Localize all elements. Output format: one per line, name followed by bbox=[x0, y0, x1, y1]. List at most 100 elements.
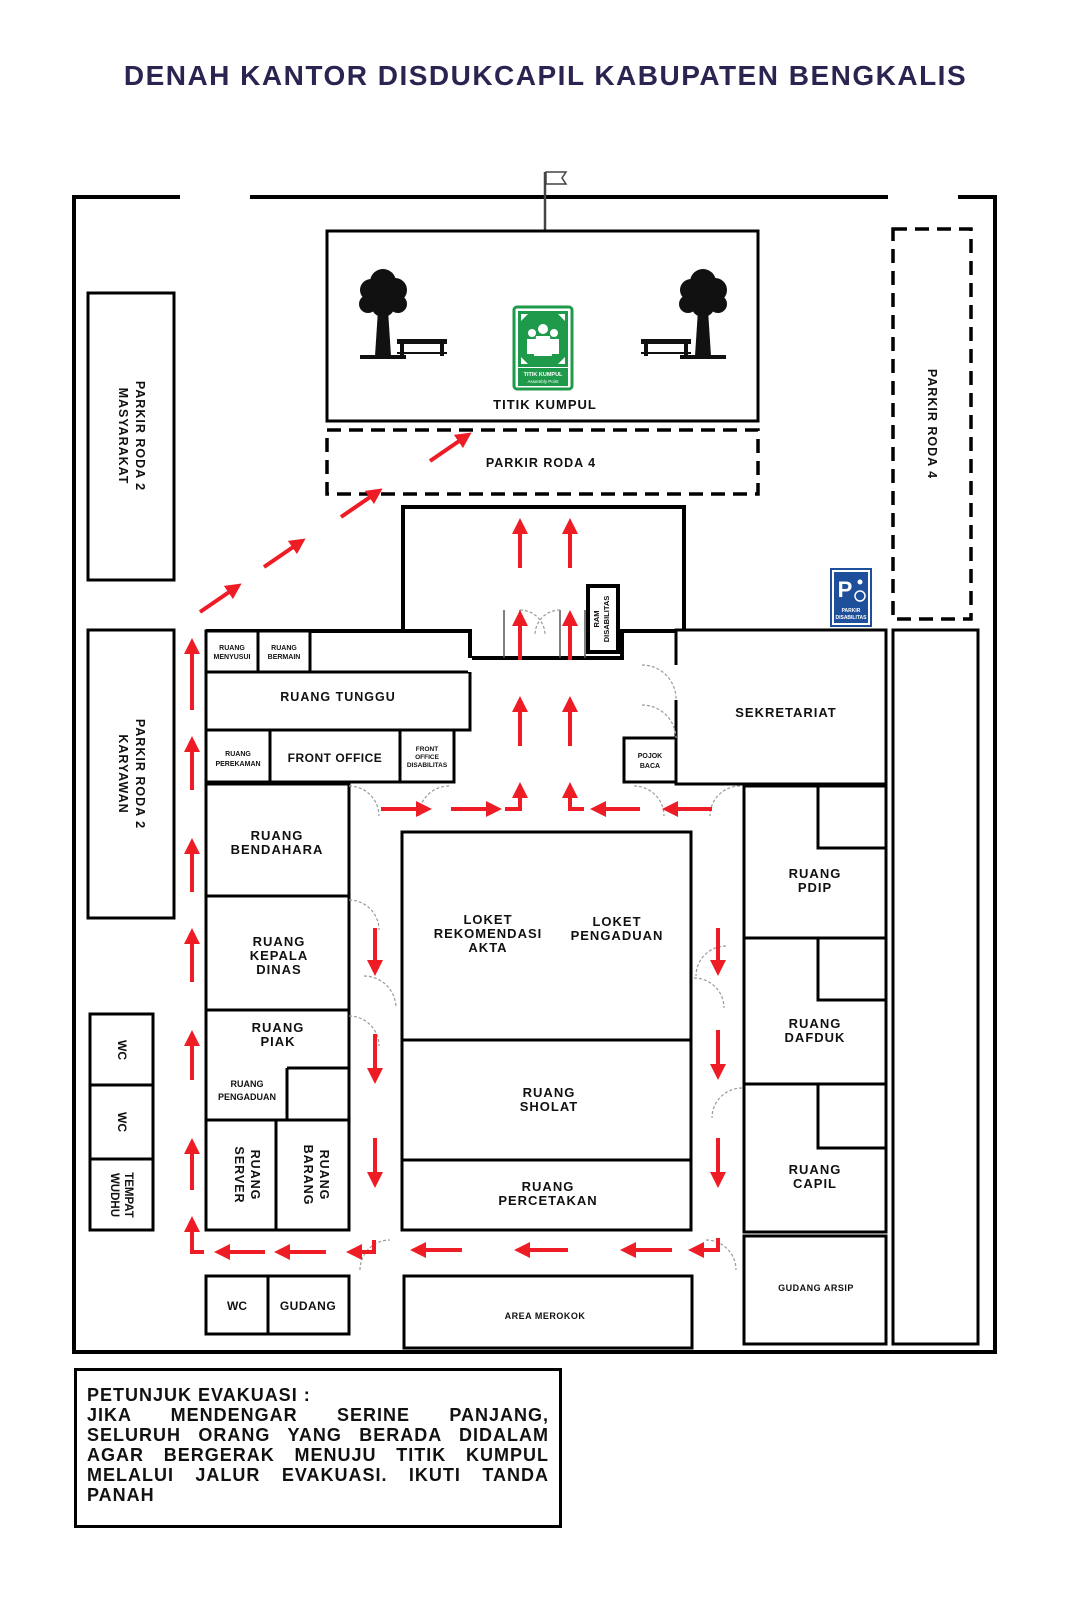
parkir-karyawan-label-2: KARYAWAN bbox=[116, 734, 130, 813]
page-title: DENAH KANTOR DISDUKCAPIL KABUPATEN BENGK… bbox=[123, 60, 968, 91]
evacuation-line: JIKA MENDENGAR SERINE PANJANG, bbox=[87, 1405, 549, 1425]
ruang-kepala-dinas bbox=[204, 894, 351, 1012]
pengaduan-label-2: PENGADUAN bbox=[218, 1092, 276, 1102]
dafduk-label-1: RUANG bbox=[789, 1016, 842, 1031]
evacuation-line: PANAH bbox=[87, 1485, 155, 1505]
piak-label-2: PIAK bbox=[260, 1034, 295, 1049]
ruang-bermain-label-1: RUANG bbox=[271, 645, 297, 652]
pdip-label-2: PDIP bbox=[798, 880, 832, 895]
bendahara-label-1: RUANG bbox=[251, 828, 304, 843]
server-label-2: SERVER bbox=[232, 1146, 246, 1203]
barang-label-2: BARANG bbox=[301, 1145, 315, 1206]
kepala-dinas-label-1: RUANG bbox=[253, 934, 306, 949]
ruang-bermain-label-2: BERMAIN bbox=[268, 654, 301, 661]
sholat-label-2: SHOLAT bbox=[520, 1099, 578, 1114]
dafduk-label-2: DAFDUK bbox=[785, 1030, 846, 1045]
ruang-menyusui-label-2: MENYUSUI bbox=[214, 654, 251, 661]
evacuation-line: SELURUH ORANG YANG BERADA DIDALAM bbox=[87, 1425, 549, 1445]
entrance-doors bbox=[503, 609, 586, 658]
front-office-label: FRONT OFFICE bbox=[288, 751, 383, 765]
parkir-roda4-right-label: PARKIR RODA 4 bbox=[925, 369, 939, 479]
ram-label-2: DISABILITAS bbox=[602, 596, 611, 643]
sekretariat bbox=[674, 628, 888, 786]
loket-rekomendasi-label-2: REKOMENDASI bbox=[434, 926, 543, 941]
capil-label-1: RUANG bbox=[789, 1162, 842, 1177]
evacuation-instructions: PETUNJUK EVAKUASI : JIKA MENDENGAR SERIN… bbox=[74, 1368, 562, 1528]
gudang-label: GUDANG bbox=[280, 1299, 336, 1313]
disability-parking-sign-icon: P PARKIR DISABILITAS bbox=[830, 568, 872, 627]
compound-wall bbox=[72, 195, 997, 1354]
fo-disabilitas-label-2: OFFICE bbox=[415, 754, 439, 761]
parkir-masyarakat-label-2: MASYARAKAT bbox=[116, 388, 130, 485]
loket-pengaduan-label-2: PENGADUAN bbox=[571, 928, 664, 943]
pengaduan-label-1: RUANG bbox=[231, 1079, 264, 1089]
ruang-menyusui bbox=[204, 629, 260, 674]
evacuation-line: AGAR BERGERAK MENUJU TITIK KUMPUL bbox=[87, 1445, 549, 1465]
capil-label-2: CAPIL bbox=[793, 1176, 837, 1191]
wc-bottom bbox=[204, 1274, 270, 1336]
loket-area bbox=[400, 830, 693, 1042]
parkir-masyarakat-label-1: PARKIR RODA 2 bbox=[133, 381, 147, 491]
bench-icon bbox=[397, 339, 447, 356]
pdip-label-1: RUANG bbox=[789, 866, 842, 881]
tempat-wudhu-label-2: WUDHU bbox=[108, 1173, 120, 1217]
front-office-disabilitas bbox=[398, 728, 456, 784]
server-label-1: RUANG bbox=[248, 1150, 262, 1201]
pojok-baca-label-2: BACA bbox=[640, 763, 660, 770]
pojok-baca-label-1: POJOK bbox=[638, 753, 663, 760]
ruang-bermain bbox=[256, 629, 312, 674]
ram-disabilitas bbox=[586, 584, 620, 654]
ruang-percetakan bbox=[400, 1158, 693, 1232]
disability-sign-line2: DISABILITAS bbox=[835, 615, 867, 621]
barang-label-1: RUANG bbox=[317, 1150, 331, 1201]
area-merokok-label: AREA MEROKOK bbox=[505, 1311, 586, 1321]
ruang-dafduk-annex bbox=[816, 936, 888, 1002]
ruang-bendahara bbox=[204, 782, 351, 898]
wc-bottom-label: WC bbox=[227, 1299, 247, 1313]
ram-label-1: RAM bbox=[592, 610, 601, 627]
gudang bbox=[266, 1274, 351, 1336]
parkir-karyawan bbox=[86, 628, 176, 920]
ruang-perekaman-label-1: RUANG bbox=[225, 751, 251, 758]
ruang-piak bbox=[204, 1008, 351, 1122]
wc-1-label: WC bbox=[115, 1040, 129, 1060]
entrance-porch bbox=[401, 505, 686, 630]
parkir-roda4-top bbox=[325, 428, 760, 496]
tempat-wudhu-label-1: TEMPAT bbox=[122, 1172, 134, 1218]
assembly-sign-subtext: Assembly Point bbox=[527, 379, 559, 384]
evacuation-heading: PETUNJUK EVAKUASI : bbox=[87, 1385, 311, 1405]
tree-icon bbox=[359, 269, 407, 359]
loket-pengaduan-label-1: LOKET bbox=[592, 914, 641, 929]
gudang-arsip bbox=[742, 1234, 888, 1346]
tree-icon bbox=[679, 269, 727, 359]
evacuation-line: MELALUI JALUR EVAKUASI. IKUTI TANDA bbox=[87, 1465, 549, 1485]
parkir-roda4-right bbox=[891, 227, 973, 621]
ruang-perekaman-label-2: PEREKAMAN bbox=[215, 761, 260, 768]
evacuation-routes bbox=[184, 432, 726, 1260]
kepala-dinas-label-2: KEPALA bbox=[250, 948, 308, 963]
fo-disabilitas-label-1: FRONT bbox=[416, 746, 438, 753]
wc-2-label: WC bbox=[115, 1112, 129, 1132]
assembly-point-sign-icon: TITIK KUMPUL Assembly Point bbox=[512, 305, 574, 391]
parkir-karyawan-label-1: PARKIR RODA 2 bbox=[133, 719, 147, 829]
ruang-barang bbox=[274, 1118, 351, 1232]
parkir-roda4-top-label: PARKIR RODA 4 bbox=[486, 456, 596, 470]
sekretariat-doors bbox=[641, 664, 678, 739]
sekretariat-label: SEKRETARIAT bbox=[735, 705, 837, 720]
pojok-baca bbox=[622, 736, 678, 784]
loket-rekomendasi-label-3: AKTA bbox=[468, 940, 507, 955]
ruang-pdip-annex bbox=[816, 784, 888, 850]
loket-rekomendasi-label-1: LOKET bbox=[463, 912, 512, 927]
disability-sign-line1: PARKIR bbox=[842, 608, 861, 614]
ruang-perekaman bbox=[204, 728, 272, 784]
piak-label-1: RUANG bbox=[252, 1020, 305, 1035]
gudang-arsip-label: GUDANG ARSIP bbox=[778, 1283, 854, 1293]
ruang-tunggu-label: RUANG TUNGGU bbox=[280, 690, 395, 704]
floor-plan: TITIK KUMPUL bbox=[72, 171, 997, 1354]
percetakan-label-2: PERCETAKAN bbox=[498, 1193, 597, 1208]
disability-sign-symbol: P bbox=[838, 577, 853, 602]
right-strip bbox=[891, 628, 980, 1346]
kepala-dinas-label-3: DINAS bbox=[256, 962, 301, 977]
fo-disabilitas-label-3: DISABILITAS bbox=[407, 762, 448, 769]
wc-2 bbox=[88, 1083, 155, 1161]
